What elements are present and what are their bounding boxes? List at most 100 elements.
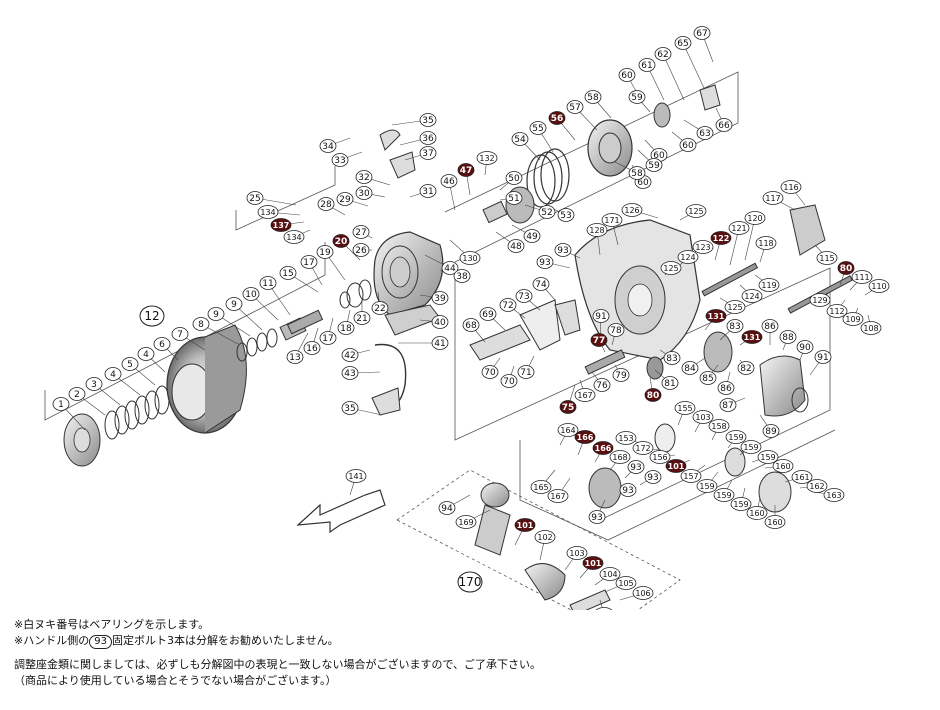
callout-57: 57 bbox=[566, 100, 584, 114]
callout-number: 115 bbox=[819, 254, 834, 263]
callout-90: 90 bbox=[796, 340, 814, 354]
callout-112: 112 bbox=[826, 304, 848, 318]
callout-93: 93 bbox=[554, 243, 572, 257]
callout-number: 165 bbox=[533, 483, 548, 492]
callout-bubble bbox=[557, 208, 575, 222]
callout-number: 91 bbox=[595, 312, 606, 322]
callout-number: 93 bbox=[557, 246, 568, 256]
callout-17: 17 bbox=[319, 331, 337, 345]
callout-bubble bbox=[52, 397, 70, 411]
callout-52: 52 bbox=[538, 205, 556, 219]
callout-number: 109 bbox=[845, 315, 860, 324]
callout-66: 66 bbox=[715, 118, 733, 132]
callout-bubble bbox=[609, 450, 631, 464]
callout-129: 129 bbox=[809, 293, 831, 307]
callout-number: 19 bbox=[319, 248, 331, 258]
callout-27: 27 bbox=[352, 225, 370, 239]
callout-124: 124 bbox=[741, 289, 763, 303]
callout-bubble bbox=[717, 381, 735, 395]
callout-167: 167 bbox=[574, 388, 596, 402]
callout-111: 111 bbox=[851, 270, 873, 284]
callout-bubble bbox=[225, 297, 243, 311]
callout-number: 153 bbox=[618, 434, 633, 443]
callout-74: 74 bbox=[532, 277, 550, 291]
callout-169: 169 bbox=[455, 515, 477, 529]
callout-number: 159 bbox=[716, 491, 731, 500]
callout-bubble bbox=[500, 374, 518, 388]
bearing-callout-bubble bbox=[741, 330, 763, 344]
callout-91: 91 bbox=[814, 350, 832, 364]
callout-bubble bbox=[192, 317, 210, 331]
callout-number: 93 bbox=[539, 258, 550, 268]
callout-number: 161 bbox=[794, 473, 809, 482]
bearing-callout-bubble bbox=[457, 163, 475, 177]
callout-88: 88 bbox=[779, 330, 797, 344]
callout-bubble bbox=[246, 191, 264, 205]
callout-bubble bbox=[419, 113, 437, 127]
callout-67: 67 bbox=[693, 26, 711, 40]
callout-bubble bbox=[259, 276, 277, 290]
callout-bubble bbox=[632, 441, 654, 455]
callout-bubble bbox=[632, 586, 654, 600]
callout-number: 104 bbox=[602, 570, 617, 579]
callout-26: 26 bbox=[352, 243, 370, 257]
callout-number: 31 bbox=[422, 187, 433, 197]
callout-bubble bbox=[692, 410, 714, 424]
callout-bubble bbox=[741, 289, 763, 303]
callout-76: 76 bbox=[593, 378, 611, 392]
callout-number: 13 bbox=[289, 353, 300, 363]
callout-bubble bbox=[317, 197, 335, 211]
callout-bubble bbox=[517, 365, 535, 379]
callout-141: 141 bbox=[345, 469, 367, 483]
callout-123: 123 bbox=[692, 240, 714, 254]
callout-number: 74 bbox=[535, 280, 547, 290]
callout-bubble bbox=[257, 205, 279, 219]
callout-bubble bbox=[740, 440, 762, 454]
callout-131: 131 bbox=[705, 309, 727, 323]
callout-bubble bbox=[588, 510, 606, 524]
callout-121: 121 bbox=[728, 221, 750, 235]
callout-42: 42 bbox=[341, 348, 359, 362]
callout-number: 86 bbox=[764, 322, 776, 332]
callout-number: 33 bbox=[334, 156, 345, 166]
callout-bubble bbox=[431, 315, 449, 329]
callout-39: 39 bbox=[431, 291, 449, 305]
callout-bubble bbox=[618, 68, 636, 82]
bearing-callout-bubble bbox=[705, 309, 727, 323]
callout-number: 158 bbox=[711, 422, 726, 431]
callout-bubble bbox=[868, 279, 890, 293]
callout-bubble bbox=[371, 301, 389, 315]
callout-number: 121 bbox=[731, 224, 746, 233]
callout-bubble bbox=[574, 388, 596, 402]
callout-number: 159 bbox=[733, 500, 748, 509]
bearing-callout-bubble bbox=[270, 218, 292, 232]
callout-158: 158 bbox=[708, 419, 730, 433]
callout-number: 60 bbox=[637, 178, 649, 188]
callout-87: 87 bbox=[719, 398, 737, 412]
callout-65: 65 bbox=[674, 36, 692, 50]
callout-number: 126 bbox=[624, 206, 639, 215]
callout-104: 104 bbox=[599, 567, 621, 581]
callout-91: 91 bbox=[592, 309, 610, 323]
callout-bubble bbox=[279, 266, 297, 280]
part-callouts: 6765626160595857565554636660605960583536… bbox=[52, 26, 890, 610]
callout-number: 71 bbox=[520, 368, 531, 378]
callout-bubble bbox=[693, 26, 711, 40]
callout-number: 55 bbox=[532, 124, 543, 134]
callout-number: 42 bbox=[344, 351, 355, 361]
callout-bubble bbox=[419, 146, 437, 160]
callout-number: 155 bbox=[677, 404, 692, 413]
callout-number: 106 bbox=[635, 589, 650, 598]
callout-number: 16 bbox=[306, 344, 318, 354]
callout-bubble bbox=[758, 278, 780, 292]
callout-171: 171 bbox=[601, 213, 623, 227]
callout-93: 93 bbox=[619, 483, 637, 497]
callout-58: 58 bbox=[584, 90, 602, 104]
callout-33: 33 bbox=[331, 153, 349, 167]
handle-cap-part bbox=[480, 482, 510, 508]
callout-bubble bbox=[772, 459, 794, 473]
callout-157: 157 bbox=[680, 469, 702, 483]
callout-bubble bbox=[599, 567, 621, 581]
callout-number: 105 bbox=[618, 579, 633, 588]
leader-line bbox=[682, 42, 705, 89]
